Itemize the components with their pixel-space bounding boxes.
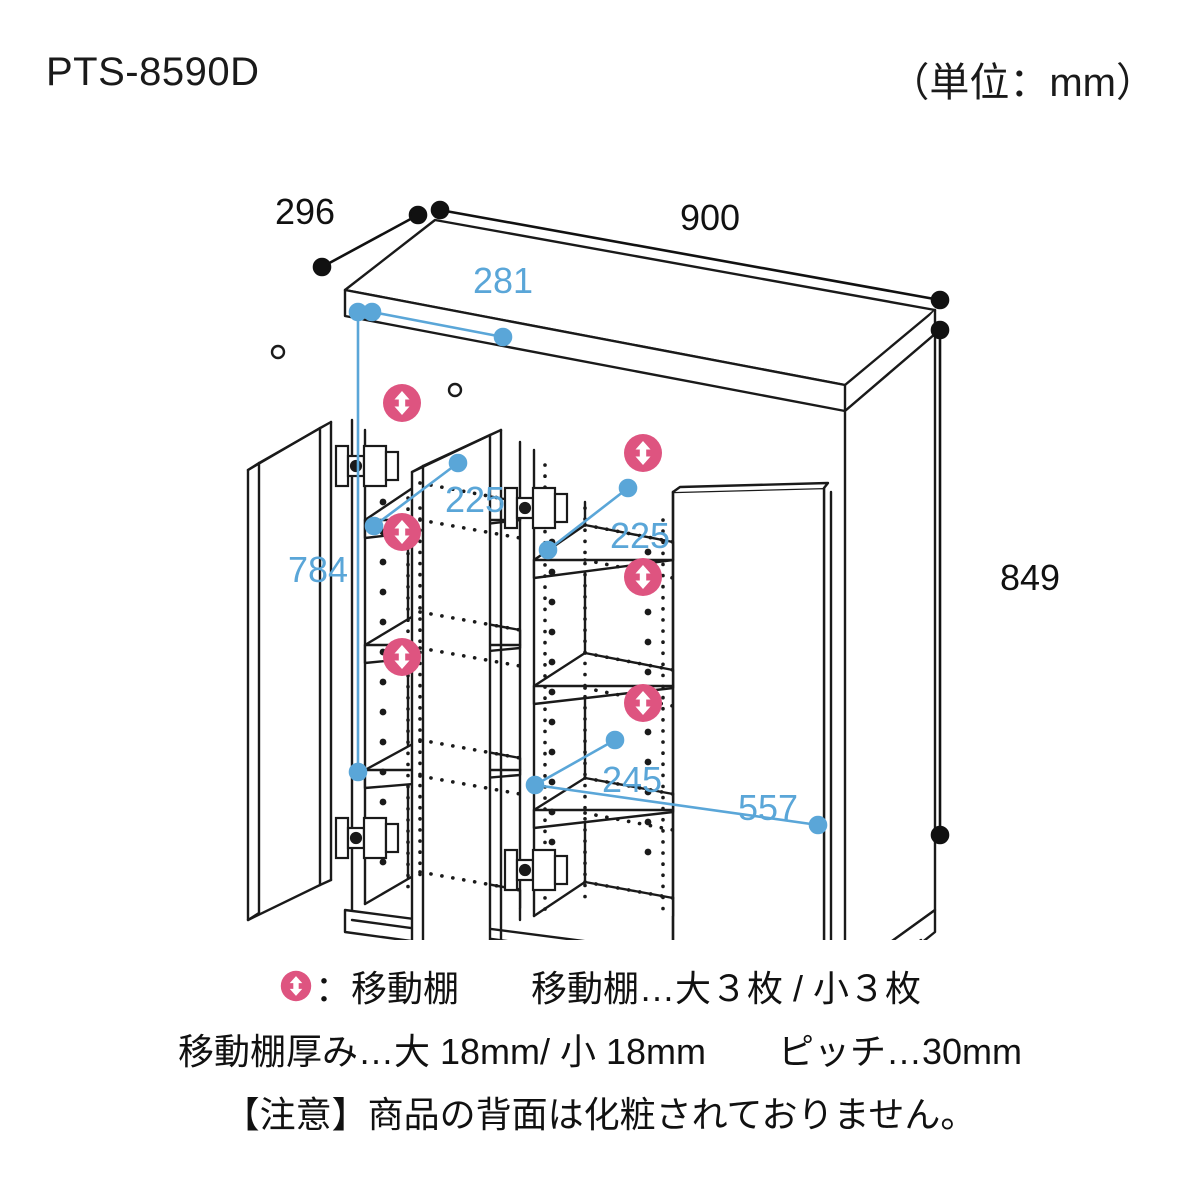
dim-shelf-left-225 [364, 453, 468, 536]
page-title: PTS-8590D [46, 50, 260, 94]
dim-label-depth: 296 [275, 191, 335, 232]
cabinet-top-panel [343, 218, 937, 413]
dim-inner-width-245 [525, 730, 625, 795]
cabinet-isometric-drawing: 296 900 849 281 [0, 120, 1200, 940]
left-door-open [246, 420, 333, 922]
dim-label-shelf-right: 225 [610, 515, 670, 556]
dim-shelf-right-225 [538, 478, 638, 560]
hinge-center-top [503, 486, 569, 530]
hinge-left-bottom [334, 816, 400, 860]
dim-label-shelf-left: 225 [445, 479, 505, 520]
unit-note: （単位：mm） [889, 61, 1156, 105]
dim-inner-height-784 [348, 302, 368, 782]
right-door-closed [671, 481, 830, 940]
up-down-arrow-icon [279, 969, 313, 1003]
hidden-peg-holes [406, 463, 675, 914]
movable-shelf-icon [383, 384, 421, 422]
dim-inner-depth-281 [362, 302, 513, 347]
dim-label-inner-depth: 281 [473, 260, 533, 301]
cabinet-svg: 296 900 849 281 [246, 191, 1060, 940]
dim-label-inner-width-large: 557 [738, 787, 798, 828]
footer-line-1-text: ：移動棚 移動棚…大３枚 / 小３枚 [314, 968, 921, 1009]
dim-depth-296 [312, 205, 428, 277]
movable-shelf-icon [624, 434, 662, 472]
footer-notes: ：移動棚 移動棚…大３枚 / 小３枚 移動棚厚み…大 18mm/ 小 18mm … [0, 960, 1200, 1190]
shelf-center-top [532, 523, 675, 580]
movable-shelf-icon [624, 684, 662, 722]
door-screw-center [447, 382, 463, 398]
dim-label-inner-width-small: 245 [602, 759, 662, 800]
dim-width-900 [430, 200, 950, 310]
dim-label-height: 849 [1000, 557, 1060, 598]
dim-inner-width-557 [534, 783, 828, 835]
hinge-left-top [334, 444, 400, 488]
dim-label-width: 900 [680, 197, 740, 238]
footer-line-1: ：移動棚 移動棚…大３枚 / 小３枚 [0, 960, 1200, 1012]
movable-shelf-icon [383, 638, 421, 676]
hinge-center-bottom [503, 848, 569, 892]
movable-shelf-icon [383, 513, 421, 551]
dim-height-849 [930, 320, 950, 845]
dim-label-inner-height: 784 [288, 549, 348, 590]
footer-line-3: 【注意】商品の背面は化粧されておりません。 [223, 1094, 977, 1135]
cabinet-right-side [822, 332, 937, 940]
center-door-open [410, 428, 503, 940]
movable-shelf-icon [624, 558, 662, 596]
footer-line-2: 移動棚厚み…大 18mm/ 小 18mm ピッチ…30mm [177, 1031, 1023, 1072]
door-screw-left [270, 344, 286, 360]
